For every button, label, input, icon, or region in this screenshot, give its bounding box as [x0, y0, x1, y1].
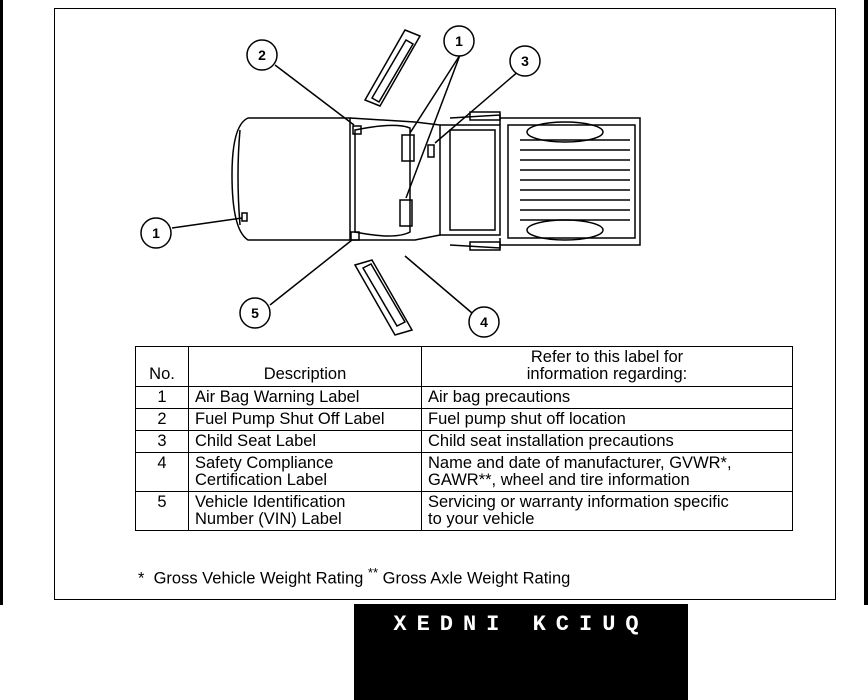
row-info-line2: GAWR**, wheel and tire information: [428, 471, 690, 489]
truck-hood: [231, 117, 351, 241]
row-description-line1: Safety Compliance: [195, 454, 334, 472]
header-refer-line2: information regarding:: [526, 365, 688, 383]
table-row: 5 Vehicle Identification Number (VIN) La…: [135, 491, 793, 531]
row-info: Child seat installation precautions: [421, 430, 793, 453]
svg-text:5: 5: [251, 305, 259, 321]
footnote-gawr: Gross Axle Weight Rating: [382, 569, 571, 588]
callout-circle-1-left: 1: [140, 217, 172, 249]
table-row: 3 Child Seat Label Child seat installati…: [135, 430, 793, 453]
table-header-row: No. Description Refer to this label for …: [135, 346, 793, 387]
footnote-gvwr: Gross Vehicle Weight Rating: [153, 569, 364, 588]
door-lower: [353, 259, 414, 336]
svg-text:1: 1: [152, 225, 160, 241]
footnote-star: *: [138, 569, 145, 588]
svg-text:4: 4: [480, 314, 488, 330]
label-marker-childseat: [427, 144, 435, 158]
header-refer: Refer to this label for information rega…: [421, 346, 793, 387]
truck-cab: [349, 117, 441, 241]
label-marker-airbag-lower: [399, 199, 413, 227]
label-marker-airbag-upper: [401, 134, 415, 162]
row-description: Air Bag Warning Label: [188, 386, 422, 409]
header-refer-line1: Refer to this label for: [530, 348, 684, 366]
row-no: 1: [135, 386, 189, 409]
svg-text:3: 3: [521, 53, 529, 69]
label-marker-fuel: [352, 125, 362, 135]
header-description: Description: [188, 346, 422, 387]
table-row: 1 Air Bag Warning Label Air bag precauti…: [135, 386, 793, 409]
callout-circle-1-top: 1: [443, 25, 475, 57]
right-edge-bar: [864, 0, 868, 605]
footnote: * Gross Vehicle Weight Rating ** Gross A…: [138, 565, 570, 589]
row-description-line2: Certification Label: [195, 471, 328, 489]
row-description: Safety Compliance Certification Label: [188, 452, 422, 492]
label-marker-vin: [350, 231, 360, 241]
row-no: 5: [135, 491, 189, 531]
row-info: Name and date of manufacturer, GVWR*, GA…: [421, 452, 793, 492]
label-locations-table: No. Description Refer to this label for …: [135, 346, 793, 531]
callout-circle-5: 5: [239, 297, 271, 329]
row-description: Fuel Pump Shut Off Label: [188, 408, 422, 431]
footnote-double-star: **: [367, 565, 379, 580]
row-info-line1: Name and date of manufacturer, GVWR*,: [428, 454, 732, 472]
left-edge-bar: [0, 0, 3, 605]
header-no: No.: [135, 346, 189, 387]
table-row: 4 Safety Compliance Certification Label …: [135, 452, 793, 492]
callout-circle-4: 4: [468, 306, 500, 338]
row-info: Servicing or warranty information specif…: [421, 491, 793, 531]
row-no: 4: [135, 452, 189, 492]
truck-bed: [500, 117, 641, 246]
svg-text:2: 2: [258, 47, 266, 63]
row-info: Air bag precautions: [421, 386, 793, 409]
label-marker-front: [241, 212, 248, 222]
quick-index-label: XEDNI KCIUQ: [393, 612, 649, 637]
row-info-line2: to your vehicle: [428, 510, 535, 528]
callout-circle-3: 3: [509, 45, 541, 77]
row-info-line1: Servicing or warranty information specif…: [428, 493, 729, 511]
quick-index-tab[interactable]: XEDNI KCIUQ: [354, 604, 688, 700]
row-description-line1: Vehicle Identification: [195, 493, 346, 511]
truck-top-view-diagram: 1 2 1 3 5 4: [140, 25, 641, 338]
table-row: 2 Fuel Pump Shut Off Label Fuel pump shu…: [135, 408, 793, 431]
figure-frame: [54, 8, 836, 600]
row-info: Fuel pump shut off location: [421, 408, 793, 431]
row-no: 2: [135, 408, 189, 431]
row-description: Vehicle Identification Number (VIN) Labe…: [188, 491, 422, 531]
svg-text:1: 1: [455, 33, 463, 49]
row-no: 3: [135, 430, 189, 453]
row-description: Child Seat Label: [188, 430, 422, 453]
door-upper: [363, 29, 422, 107]
row-description-line2: Number (VIN) Label: [195, 510, 342, 528]
callout-circle-2: 2: [246, 39, 278, 71]
